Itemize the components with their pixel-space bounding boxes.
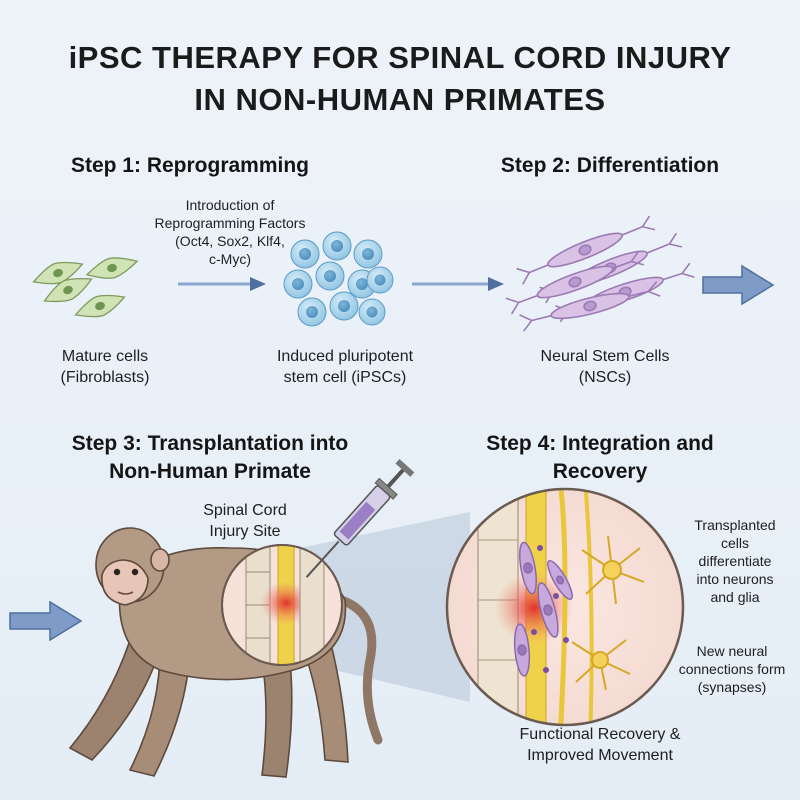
mature-line-1: Mature cells (61, 348, 149, 365)
transplanted-line-1: Transplanted (694, 517, 776, 533)
step1-heading: Step 1: Reprogramming (70, 154, 310, 177)
page-subtitle: IN NON-HUMAN PRIMATES (194, 82, 606, 117)
arrow-to-transplant (702, 264, 775, 306)
factors-line-4: c-Myc) (209, 251, 251, 267)
transplanted-line-4: into neurons (696, 571, 774, 587)
nsc-line-2: (NSCs) (578, 369, 632, 386)
step2-heading: Step 2: Differentiation (500, 154, 720, 177)
factors-label: Introduction of Reprogramming Factors (O… (130, 196, 330, 268)
step3-heading-line-1: Step 3: Transplantation into (71, 432, 349, 455)
nsc-label: Neural Stem Cells (NSCs) (505, 346, 705, 388)
neural-stem-cells (505, 215, 695, 332)
mature-line-2: (Fibroblasts) (60, 369, 150, 386)
synapse-label: New neural connections form (synapses) (668, 642, 796, 696)
recovery-line-1: Functional Recovery & (519, 726, 681, 743)
mature-cells-label: Mature cells (Fibroblasts) (20, 346, 190, 388)
factors-line-1: Introduction of (185, 197, 275, 213)
injury-site-inset (221, 544, 343, 666)
step4-heading-line-1: Step 4: Integration and (486, 432, 714, 455)
site-line-2: Injury Site (209, 523, 281, 540)
fibroblast-cells (32, 257, 139, 318)
ipsc-cluster (283, 231, 394, 327)
arrow-differentiation (412, 277, 504, 291)
step4-heading-line-2: Recovery (552, 460, 648, 483)
factors-line-2: Reprogramming Factors (154, 215, 306, 231)
integration-inset (445, 487, 685, 727)
transplanted-line-3: differentiate (698, 553, 772, 569)
step3-heading: Step 3: Transplantation into Non-Human P… (40, 430, 380, 486)
transplanted-line-5: and glia (710, 589, 760, 605)
synapse-line-2: connections form (678, 661, 786, 677)
recovery-label: Functional Recovery & Improved Movement (470, 724, 730, 766)
ipsc-line-2: stem cell (iPSCs) (283, 369, 407, 386)
factors-line-3: (Oct4, Sox2, Klf4, (175, 233, 285, 249)
transplanted-cells-label: Transplanted cells differentiate into ne… (676, 516, 794, 606)
site-line-1: Spinal Cord (203, 502, 287, 519)
injury-site-label: Spinal Cord Injury Site (180, 500, 310, 542)
zoom-beam (300, 512, 470, 702)
nsc-line-1: Neural Stem Cells (540, 348, 670, 365)
recovery-line-2: Improved Movement (527, 747, 673, 764)
ipsc-label: Induced pluripotent stem cell (iPSCs) (245, 346, 445, 388)
page-title: iPSC THERAPY FOR SPINAL CORD INJURY (68, 40, 732, 75)
synapse-line-3: (synapses) (697, 679, 767, 695)
arrow-reprogramming (178, 277, 266, 291)
synapse-line-1: New neural (696, 643, 768, 659)
transplanted-line-2: cells (720, 535, 749, 551)
step4-heading: Step 4: Integration and Recovery (440, 430, 760, 486)
step3-heading-line-2: Non-Human Primate (109, 460, 311, 483)
arrow-into-primate (9, 600, 83, 642)
ipsc-line-1: Induced pluripotent (276, 348, 414, 365)
syringe-icon (305, 458, 415, 578)
